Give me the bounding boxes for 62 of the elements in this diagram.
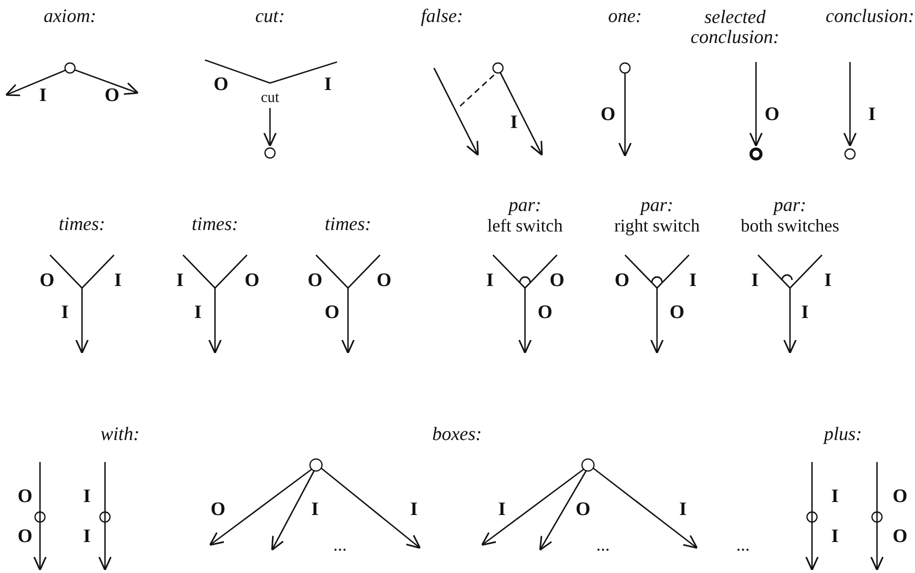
polarity-label: O [244, 271, 260, 291]
polarity-label: I [83, 487, 91, 507]
polarity-label: O [18, 527, 32, 547]
link-heading: par: [774, 196, 806, 216]
polarity-label: I [679, 500, 687, 520]
polarity-label: O [600, 105, 616, 125]
link-heading: axiom: [44, 7, 96, 27]
polarity-label: I [689, 271, 697, 291]
polarity-label: O [214, 75, 228, 95]
link-heading: cut: [255, 7, 285, 27]
polarity-label: O [324, 303, 340, 323]
polarity-label: I [486, 271, 494, 291]
polarity-label: I [114, 271, 122, 291]
link-heading: par: [508, 196, 542, 216]
link-heading: par: [640, 196, 674, 216]
link-heading: false: [420, 7, 464, 27]
polarity-label: I [831, 487, 839, 507]
polarity-label: O [40, 271, 54, 291]
polarity-label: I [176, 271, 184, 291]
polarity-label: O [210, 500, 226, 520]
polarity-label: O [550, 271, 564, 291]
polarity-label: O [104, 86, 120, 106]
polarity-label: O [670, 303, 684, 323]
link-heading: times: [324, 215, 372, 235]
ellipsis: ... [333, 536, 347, 554]
link-heading: one: [608, 7, 642, 27]
polarity-label: I [801, 303, 809, 323]
polarity-label: O [308, 271, 322, 291]
polarity-label: I [831, 527, 839, 547]
polarity-label: O [892, 487, 908, 507]
link-heading: conclusion: [826, 7, 914, 27]
polarity-label: O [376, 271, 392, 291]
polarity-label: I [83, 527, 91, 547]
link-heading: selected conclusion: [690, 8, 780, 48]
polarity-label: I [194, 303, 202, 323]
polarity-label: I [751, 271, 759, 291]
polarity-label: O [18, 487, 32, 507]
polarity-label: I [311, 500, 319, 520]
link-heading: times: [58, 215, 106, 235]
polarity-label: O [892, 527, 908, 547]
polarity-label: I [510, 113, 518, 133]
polarity-label: O [764, 105, 780, 125]
polarity-label: I [824, 271, 832, 291]
polarity-label: I [868, 105, 876, 125]
polarity-label: I [61, 303, 69, 323]
link-heading: with: [100, 425, 140, 445]
link-heading: plus: [824, 425, 862, 445]
ellipsis: ... [736, 536, 750, 554]
polarity-label: I [39, 86, 47, 106]
cut-label: cut [260, 91, 280, 107]
polarity-label: O [538, 303, 552, 323]
link-heading: times: [192, 215, 238, 235]
link-heading: boxes: [432, 425, 482, 445]
polarity-label: I [498, 500, 506, 520]
ellipsis: ... [596, 536, 610, 554]
polarity-label: O [614, 271, 630, 291]
polarity-label: I [324, 75, 332, 95]
switch-label: both switches [740, 216, 840, 236]
switch-label: left switch [487, 216, 563, 236]
polarity-label: I [410, 500, 418, 520]
polarity-label: O [576, 500, 590, 520]
switch-label: right switch [614, 216, 700, 236]
